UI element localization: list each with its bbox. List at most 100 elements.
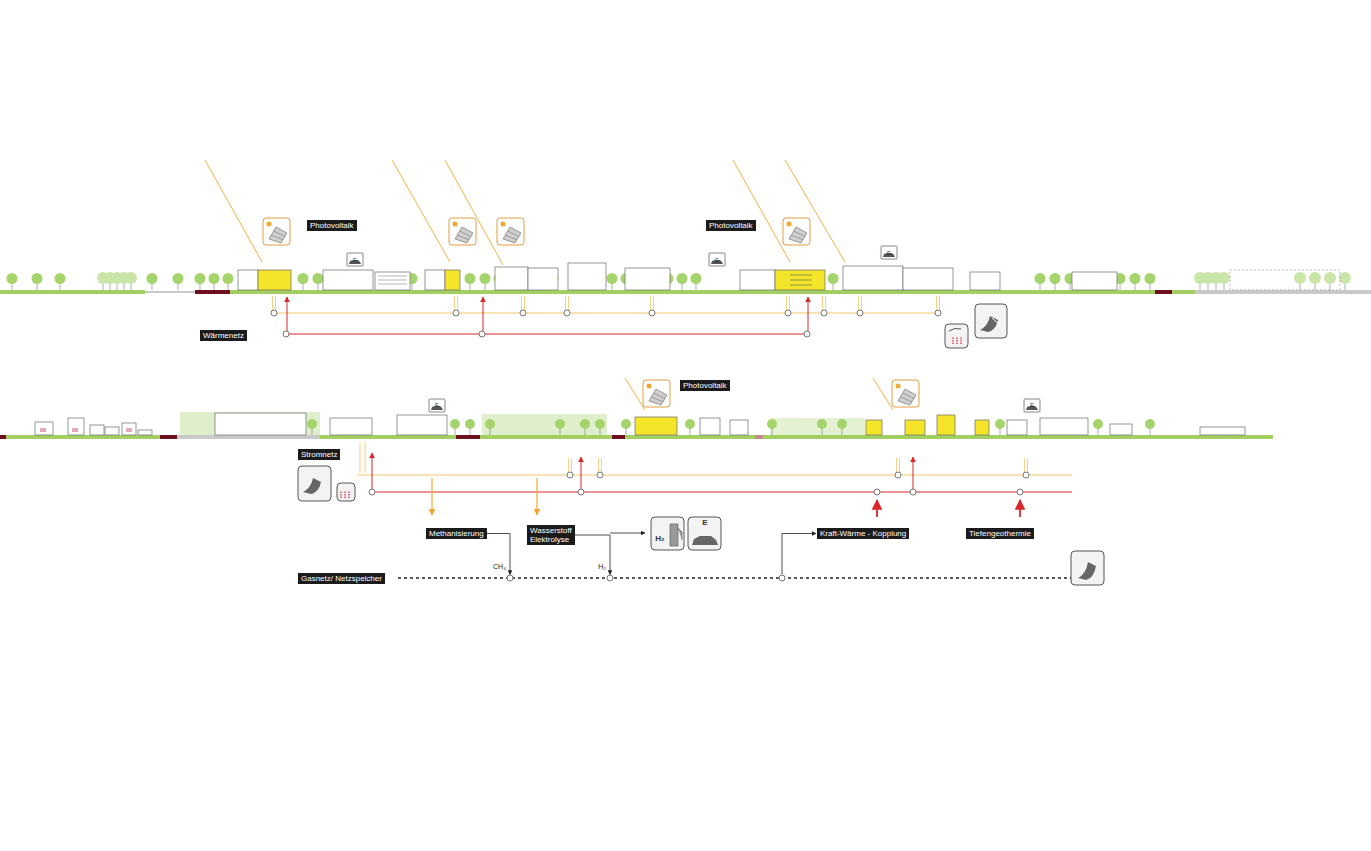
tree-trunk [1208,283,1209,290]
building [122,423,136,435]
pv-stripe [790,280,812,281]
node-text: Gasnetz/ Netzspeicher [301,574,382,583]
tree-crown [173,273,184,284]
tree-trunk [200,283,201,290]
building [730,420,748,435]
pv-stripe [790,275,812,276]
tree-crown [1093,419,1103,429]
pv-panel-line [791,235,803,240]
road-strip [1195,290,1371,294]
building [215,413,306,435]
building [68,418,84,435]
sun-symbol [647,384,652,389]
pv-panel-line [505,235,517,240]
tree-crown [1035,273,1046,284]
building [238,270,258,290]
tree-trunk [600,428,601,435]
tree-crown [32,273,43,284]
tree-trunk [560,428,561,435]
feed-line [1024,458,1025,472]
garden-bed [72,428,78,432]
tree-trunk [1135,283,1136,290]
tree-trunk [1098,428,1099,435]
ground-strip [6,435,160,439]
building [1200,427,1245,435]
node-text: Methanisierung [429,529,484,538]
network-node [785,310,791,316]
tree-trunk [1055,283,1056,290]
building [138,430,152,435]
network-node [607,575,613,581]
tree-crown [209,273,220,284]
heat-icon [337,483,355,501]
feed-line [936,296,937,310]
building [1040,418,1088,435]
pv-icon [783,218,810,245]
sun-symbol [896,384,901,389]
tree-crown [195,273,206,284]
label-box: Stromnetz [298,449,340,460]
gas-icon [1071,551,1104,585]
network-node [507,575,513,581]
network-node [895,472,901,478]
heat-symbol [348,491,349,498]
track-strip [456,435,480,439]
building [323,270,373,290]
tree-crown [1130,273,1141,284]
edge-label: CH₄ [492,563,507,571]
building [528,268,558,290]
heat-icon [945,324,968,348]
label-box: Wasserstoff Elektrolyse [527,525,575,545]
pv-panel-line [460,231,471,236]
tree-crown [837,419,847,429]
track-strip [160,435,177,439]
network-node [564,310,570,316]
gas-symbol [1078,562,1096,580]
node-text: Wasserstoff Elektrolyse [530,526,572,544]
pv-panel-line [274,231,285,236]
pv-icon [497,218,524,245]
ecar-icon [429,399,445,412]
building [35,422,53,435]
tree-trunk [412,283,413,290]
ecar-icon [709,253,725,266]
tree-crown [607,273,618,284]
building [397,415,447,435]
tree-crown [1218,272,1230,284]
label-box: Photovoltaik [307,220,357,231]
power-icon [975,304,1007,338]
sun-ray [205,160,262,262]
tree-trunk [228,283,229,290]
tree-trunk [1330,283,1331,290]
tree-trunk [1040,283,1041,290]
building [625,268,670,290]
yellow-line [358,475,1072,476]
network-node [804,331,810,337]
network-node [910,489,916,495]
feed-line [858,296,859,310]
tree-trunk [103,283,104,290]
tree-trunk [1070,283,1071,290]
feed-line [454,296,455,310]
tree-trunk [1300,283,1301,290]
node-text: Photovoltaik [683,381,727,390]
red-line [370,492,1072,493]
sun-ray [785,160,845,262]
tree-crown [677,273,688,284]
network-node [779,575,785,581]
power-icon [298,466,331,501]
label-box: Gasnetz/ Netzspeicher [298,573,385,584]
track-strip [755,435,763,439]
feed-line [786,296,787,310]
icon-letter: E [702,519,707,526]
feed-line [789,296,790,310]
pv-icon [263,218,290,245]
icon-letter: H₂ [655,535,664,542]
icon-letter: E [887,250,891,257]
network-node [369,489,375,495]
tree-trunk [1120,283,1121,290]
flow-connector [782,534,816,575]
tree-trunk [303,283,304,290]
